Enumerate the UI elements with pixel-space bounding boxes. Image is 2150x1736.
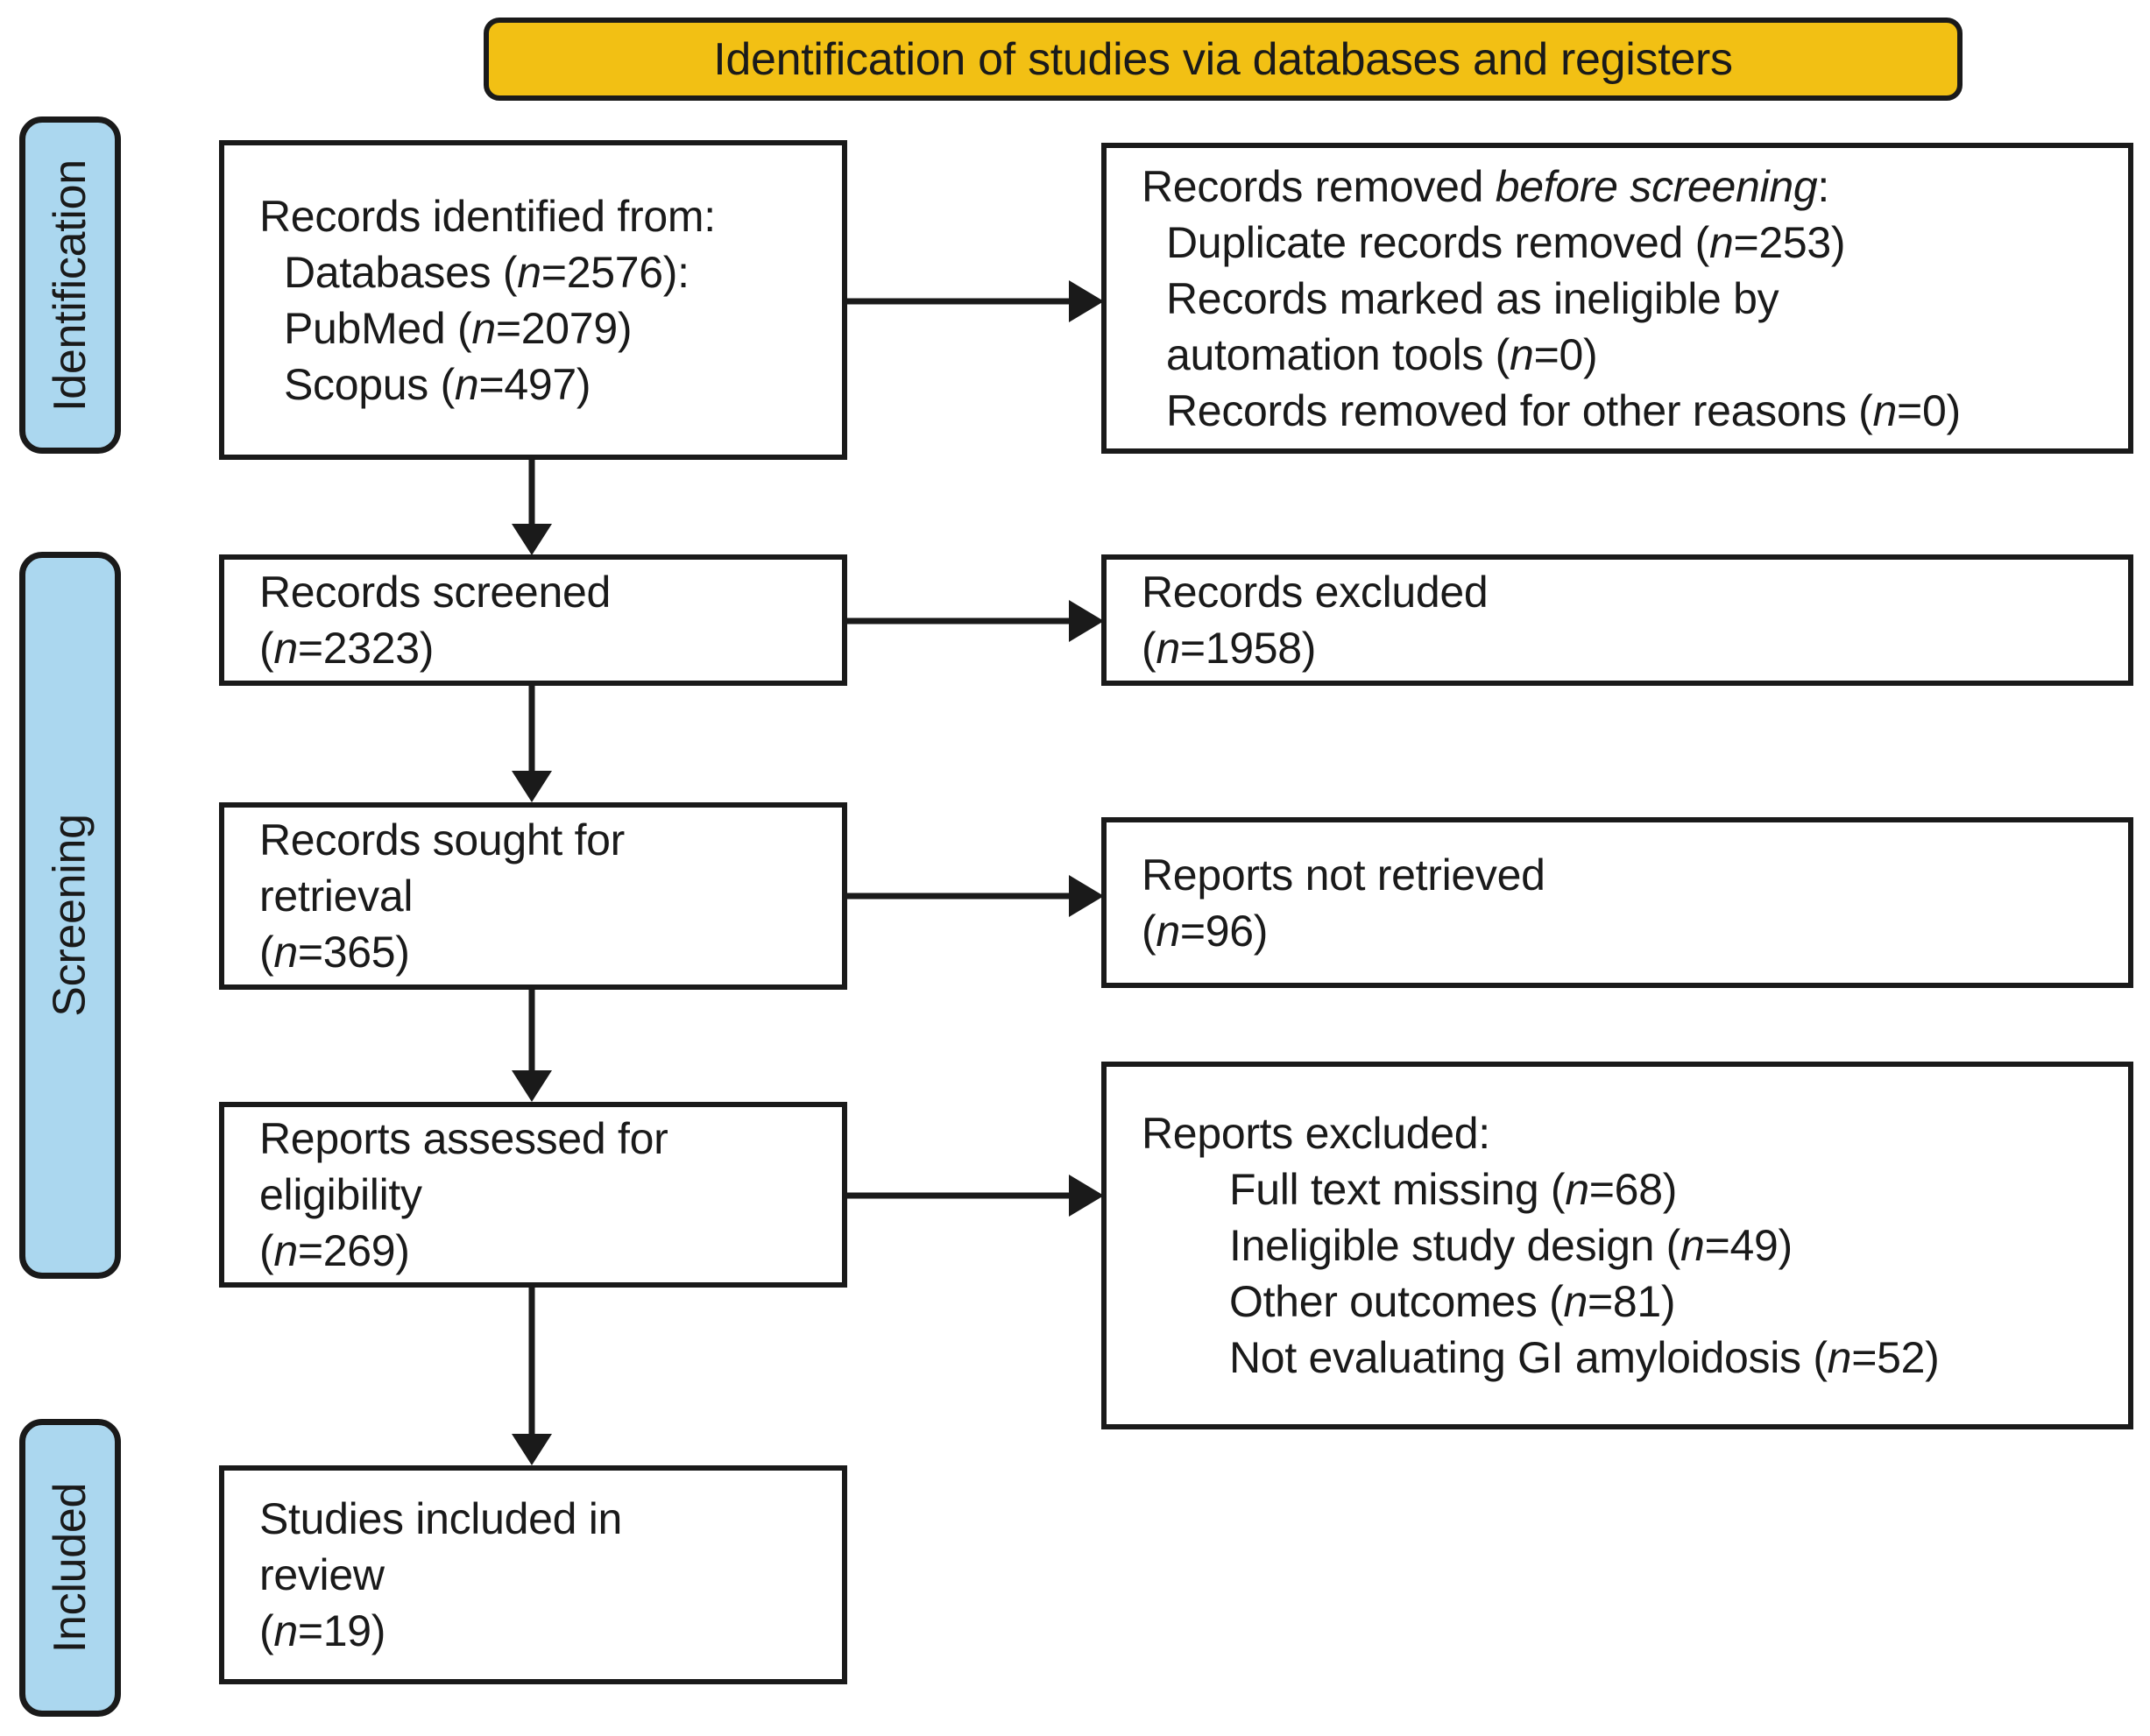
arrow-assessed-to-reports-excluded	[847, 1175, 1104, 1217]
box-records-excluded: Records excluded(n=1958)	[1101, 554, 2133, 686]
arrow-identified-to-screened	[512, 460, 552, 555]
box-records-screened: Records screened(n=2323)	[219, 554, 847, 686]
box-reports-excluded: Reports excluded:Full text missing (n=68…	[1101, 1062, 2133, 1429]
stage-label-included-text: Included	[45, 1482, 96, 1654]
arrow-assessed-to-included	[512, 1288, 552, 1465]
arrow-sought-to-assessed	[512, 990, 552, 1102]
stage-label-identification: Identification	[19, 116, 121, 454]
stage-label-included: Included	[19, 1419, 121, 1717]
arrow-sought-to-not-retrieved	[847, 875, 1104, 917]
box-reports-not-retrieved: Reports not retrieved(n=96)	[1101, 817, 2133, 988]
stage-label-screening-text: Screening	[45, 814, 96, 1017]
box-records-identified: Records identified from:Databases (n=257…	[219, 140, 847, 460]
diagram-title: Identification of studies via databases …	[713, 33, 1733, 85]
arrow-screened-to-sought	[512, 686, 552, 802]
diagram-title-banner: Identification of studies via databases …	[484, 18, 1963, 101]
box-records-removed-before-screening: Records removed before screening:Duplica…	[1101, 143, 2133, 454]
stage-label-screening: Screening	[19, 552, 121, 1279]
arrow-identified-to-removed	[847, 280, 1104, 322]
arrow-screened-to-excluded	[847, 600, 1104, 642]
stage-label-identification-text: Identification	[45, 159, 95, 412]
